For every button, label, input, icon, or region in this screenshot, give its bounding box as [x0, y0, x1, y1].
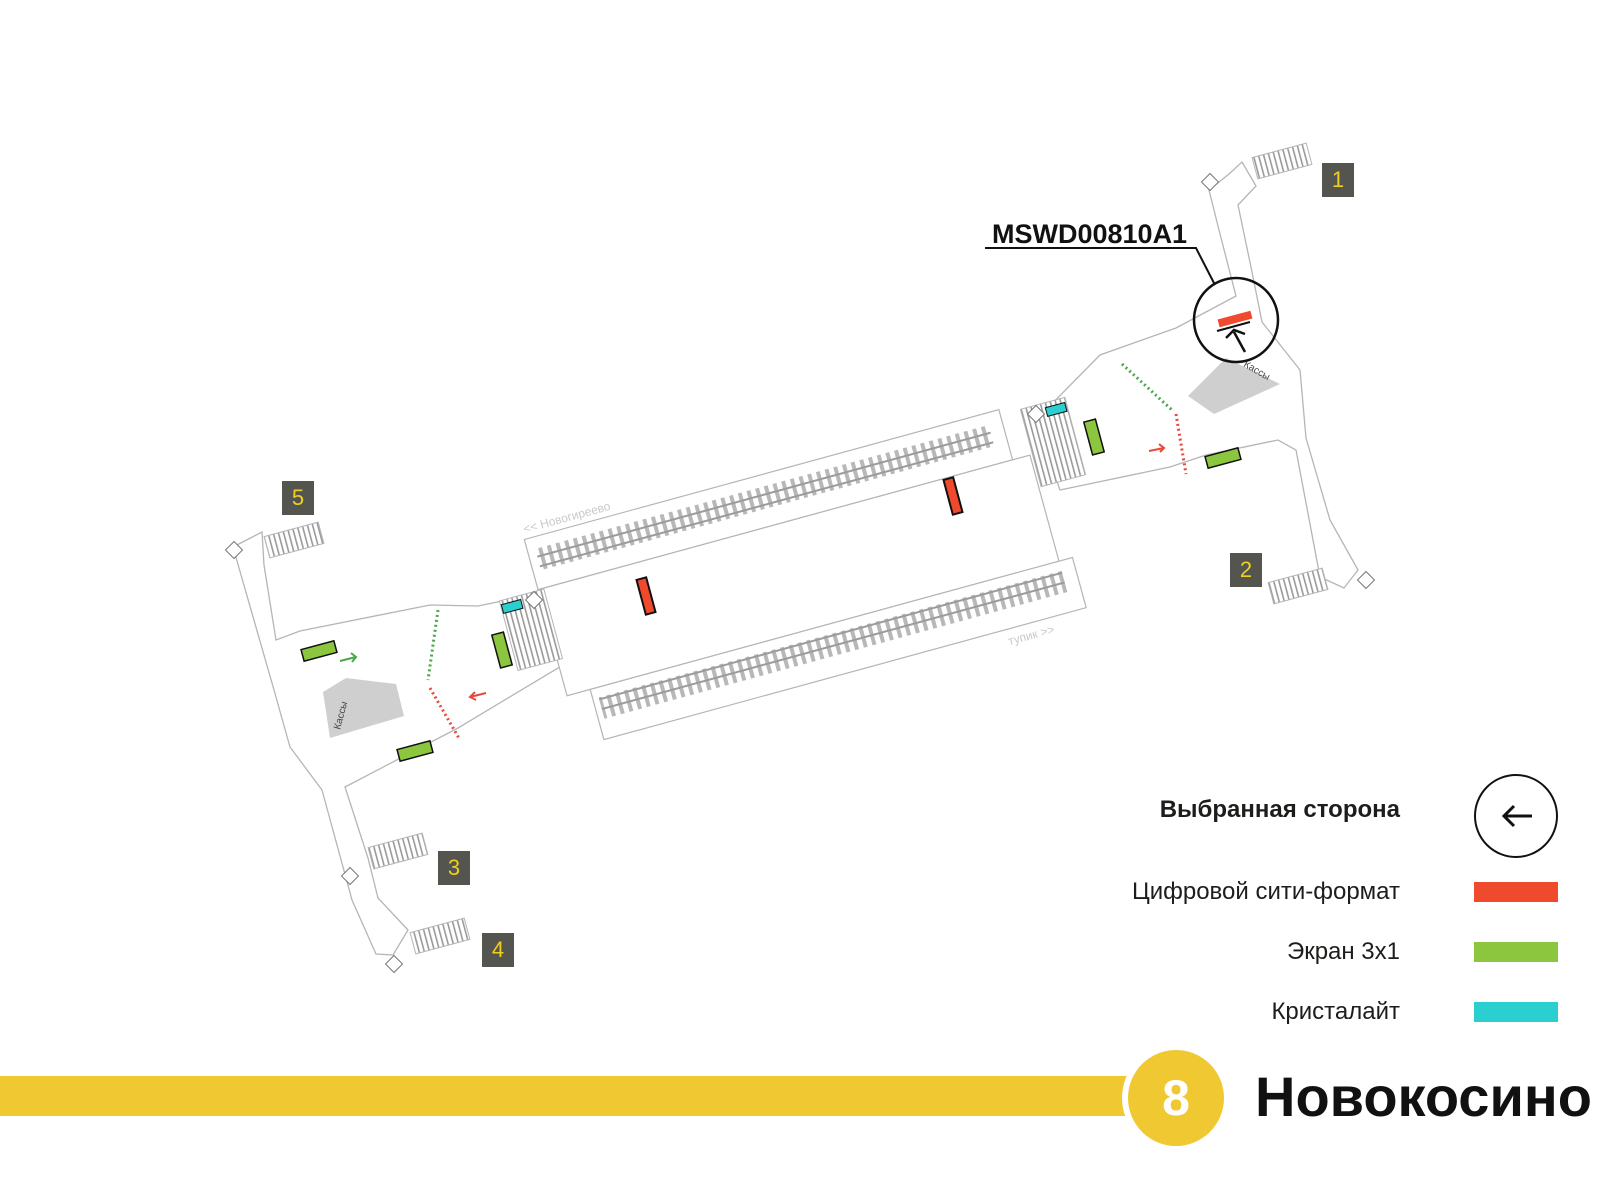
selected-side-arrow [1225, 328, 1247, 353]
stairs-exit-3 [367, 832, 429, 870]
stairs-exit-1 [1251, 142, 1313, 180]
legend-selected-side-label: Выбранная сторона [1159, 796, 1400, 823]
exit-4-badge: 4 [482, 933, 514, 967]
turnstiles-left-entry [426, 609, 440, 681]
stairs-exit-4 [409, 917, 471, 955]
right-vestibule [1028, 160, 1359, 589]
screen-3x1-left-1 [300, 639, 338, 663]
screen-3x1-left-2 [396, 739, 434, 763]
ticket-office-left [323, 678, 404, 738]
arrow-right-red [1148, 443, 1166, 453]
platform-group: << Новогиреево тупик >> [522, 408, 1087, 741]
arrow-left-green [339, 652, 358, 663]
turnstiles-left-exit [428, 687, 462, 741]
stairs-exit-2 [1267, 567, 1329, 605]
turnstiles-right-exit [1174, 413, 1188, 475]
track-lower [598, 570, 1068, 719]
lift-marker-3 [340, 866, 360, 886]
track-upper [535, 424, 995, 571]
legend-item-label: Цифровой сити-формат [1131, 878, 1400, 905]
legend-swatch-cyan [1474, 1002, 1558, 1022]
ticket-office-right [1188, 358, 1280, 414]
arrow-left-red [468, 691, 487, 701]
metro-line-number: 8 [1128, 1050, 1224, 1146]
crystalite-right [1044, 401, 1068, 418]
arrow-left-icon [1501, 804, 1532, 828]
stairs-exit-5 [263, 521, 325, 559]
lift-marker-4 [384, 954, 404, 974]
turnstiles-right-entry [1120, 362, 1174, 412]
digital-cityformat-platform-2 [942, 476, 964, 516]
exit-3-badge: 3 [438, 851, 470, 885]
exit-1-badge: 1 [1322, 163, 1354, 197]
lift-marker-1 [1200, 172, 1220, 192]
station-name: Новокосино [1255, 1065, 1592, 1128]
lift-marker-platform-right [1026, 404, 1046, 424]
screen-3x1-right-1 [1082, 418, 1106, 456]
legend-item-label: Кристалайт [1271, 998, 1400, 1025]
lift-marker-platform-left [524, 590, 544, 610]
lift-marker-5 [224, 540, 244, 560]
screen-3x1-right-2 [1204, 446, 1242, 470]
digital-cityformat-platform-1 [635, 576, 657, 616]
left-vestibule [232, 530, 564, 956]
crystalite-left [500, 598, 524, 615]
exit-2-badge: 2 [1230, 553, 1262, 587]
legend-item-label: Экран 3х1 [1286, 938, 1400, 965]
digital-cityformat-selected-edge [1216, 321, 1251, 332]
metro-line-bar [0, 1076, 1130, 1116]
exit-5-badge: 5 [282, 481, 314, 515]
screen-3x1-left-3 [490, 631, 514, 669]
digital-cityformat-selected [1217, 310, 1253, 328]
selected-carrier-circle [1192, 276, 1280, 364]
lift-markers [224, 172, 1376, 974]
lift-marker-2 [1356, 570, 1376, 590]
legend-swatch-green [1474, 942, 1558, 962]
callout-leader [985, 247, 1216, 286]
legend-selected-side-circle [1474, 774, 1558, 858]
carrier-code-label: MSWD00810A1 [992, 219, 1188, 249]
legend-swatch-red [1474, 882, 1558, 902]
